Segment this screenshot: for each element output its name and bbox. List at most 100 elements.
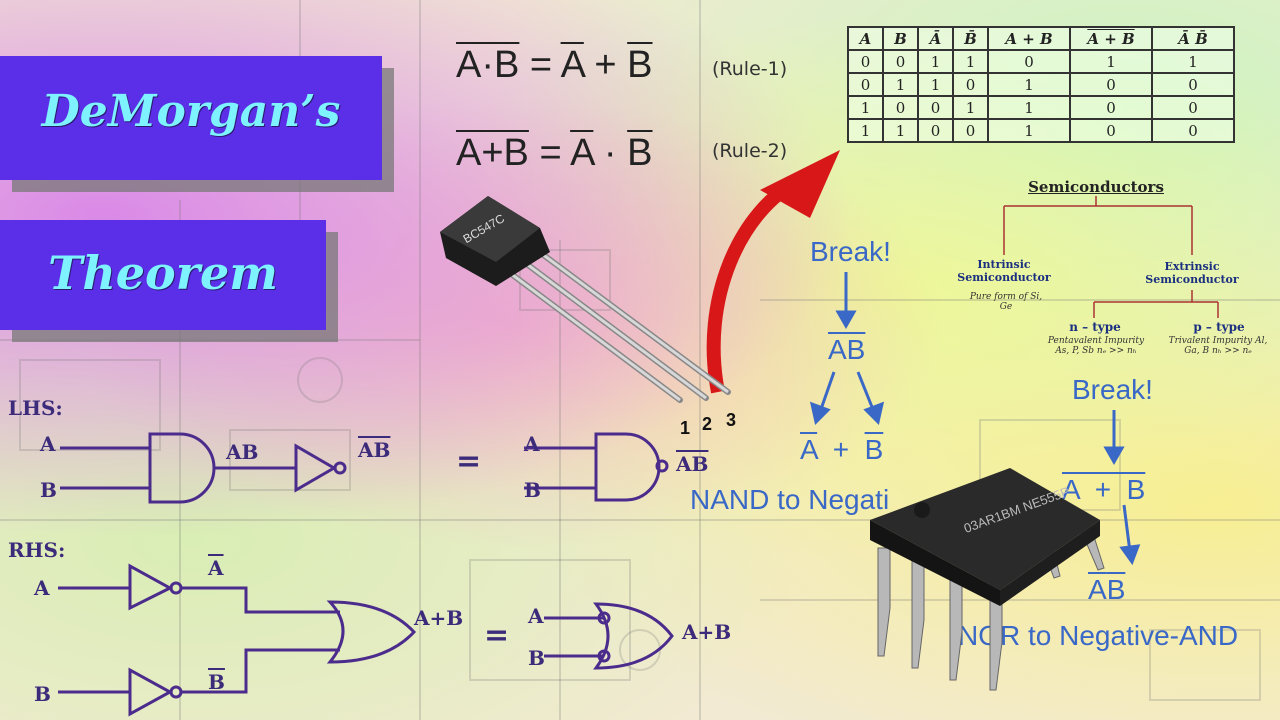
nand-caption: NAND to Negati (690, 484, 890, 515)
truth-table-cell: 1 (847, 95, 884, 120)
th-b: B (882, 26, 919, 51)
lhs-equals: = (456, 444, 482, 479)
lhs-nand-input-b: B (524, 478, 541, 502)
extrinsic-label: Extrinsic Semiconductor (1145, 260, 1239, 286)
rule2-label: (Rule-2) (712, 140, 788, 162)
rhs-equals: = (484, 618, 510, 653)
rhs-nor-input-a: A (528, 604, 544, 628)
rhs-not-b-gate (128, 667, 174, 717)
th-not-a: Ā (917, 26, 954, 51)
nor-break-label: Break! (1072, 374, 1153, 405)
ic-chip: 03AR1BM NE555P (870, 468, 1105, 691)
rhs-not-a-output: A (208, 556, 224, 580)
th-not-a-not-b: Ā B̄ (1151, 26, 1235, 51)
red-arrow (706, 150, 840, 394)
truth-table-cell: 0 (882, 95, 919, 120)
truth-table-cell: 0 (987, 49, 1071, 74)
truth-table-cell: 1 (1151, 49, 1235, 74)
nand-break-label: Break! (810, 236, 891, 267)
th-not-b: B̄ (952, 26, 989, 51)
nor-caption: NOR to Negative-AND (958, 620, 1239, 651)
truth-table-cell: 0 (1069, 95, 1153, 120)
lhs-nand-input-a: A (524, 432, 540, 456)
lhs-input-b: B (40, 478, 57, 502)
title-box-line2: Theorem (0, 220, 326, 330)
truth-table-cell: 0 (1151, 95, 1235, 120)
truth-table-cell: 0 (1151, 118, 1235, 143)
truth-table-cell: 0 (1151, 72, 1235, 97)
rhs-not-b-output: B (208, 670, 225, 694)
truth-table-cell: 0 (917, 95, 954, 120)
lhs-nand-gate (594, 432, 661, 502)
truth-table-cell: 0 (952, 72, 989, 97)
th-a: A (847, 26, 884, 51)
transistor-pin-2: 2 (702, 414, 712, 434)
transistor: BC547C 1 2 3 (440, 196, 736, 438)
th-nor: A + B (1069, 26, 1153, 51)
nand-arrows (809, 272, 885, 425)
rhs-nor-input-b: B (528, 646, 545, 670)
truth-table-cell: 0 (917, 118, 954, 143)
nor-a-b: AB (1088, 574, 1126, 605)
truth-table-header: A B Ā B̄ A + B A + B Ā B̄ (847, 26, 1235, 51)
nor-a-plus-b-overbar: A + B (1062, 474, 1146, 505)
truth-table-cell: 0 (882, 49, 919, 74)
rhs-input-a: A (34, 576, 50, 600)
lhs-circuit (58, 432, 674, 717)
rule1-label: (Rule-1) (712, 58, 788, 80)
ptype-label: p – type (1193, 320, 1245, 334)
truth-table-cell: 1 (882, 118, 919, 143)
lhs-input-a: A (40, 432, 56, 456)
rhs-nor-gate (593, 602, 674, 670)
truth-table-cell: 1 (987, 72, 1071, 97)
intrinsic-label: Intrinsic Semiconductor (957, 258, 1051, 284)
rule1-equation: A·B = A + B (456, 44, 653, 86)
lhs-and-gate (148, 432, 216, 504)
truth-table-cell: 1 (987, 95, 1071, 120)
truth-table-cell: 0 (847, 72, 884, 97)
rhs-nor-output: A+B (682, 620, 732, 644)
truth-table-cell: 0 (847, 49, 884, 74)
rhs-input-b: B (34, 682, 51, 706)
ptype-note: Trivalent Impurity Al, Ga, B nₕ >> nₑ (1168, 336, 1268, 356)
th-a-or-b: A + B (987, 26, 1071, 51)
rhs-not-a-gate (128, 563, 174, 611)
transistor-pin-1: 1 (680, 418, 690, 438)
rhs-or-output: A+B (414, 606, 464, 630)
truth-table-cell: 1 (1069, 49, 1153, 74)
rhs-label: RHS: (8, 538, 66, 562)
truth-table-cell: 0 (1069, 118, 1153, 143)
truth-table-cell: 0 (952, 118, 989, 143)
rhs-or-gate (326, 600, 417, 664)
ntype-note: Pentavalent Impurity As, P, Sb nₑ >> nₕ (1047, 336, 1145, 356)
truth-table-cell: 1 (987, 118, 1071, 143)
semiconductors-title: Semiconductors (1028, 178, 1164, 196)
truth-table-cell: 1 (882, 72, 919, 97)
lhs-nand-output: AB (676, 452, 709, 476)
transistor-pin-3: 3 (726, 410, 736, 430)
nor-arrows (1103, 410, 1141, 566)
nand-a-plus-b: A + B (800, 434, 884, 465)
lhs-not-gate (294, 443, 337, 493)
lhs-label: LHS: (8, 396, 63, 420)
truth-table-cell: 1 (917, 49, 954, 74)
title-line2: Theorem (48, 246, 278, 300)
truth-table-cell: 1 (847, 118, 884, 143)
intrinsic-note: Pure form of Si, Ge (969, 292, 1043, 312)
lhs-and-output: AB (226, 440, 259, 464)
nand-ab-overbar: AB (828, 334, 866, 365)
title-box-line1: DeMorgan’s (0, 56, 382, 180)
truth-table-cell: 0 (1069, 72, 1153, 97)
lhs-not-output: AB (358, 438, 391, 462)
title-line1: DeMorgan’s (41, 86, 341, 137)
truth-table-cell: 1 (917, 72, 954, 97)
rule2-equation: A+B = A · B (456, 132, 653, 174)
ntype-label: n – type (1069, 320, 1121, 334)
